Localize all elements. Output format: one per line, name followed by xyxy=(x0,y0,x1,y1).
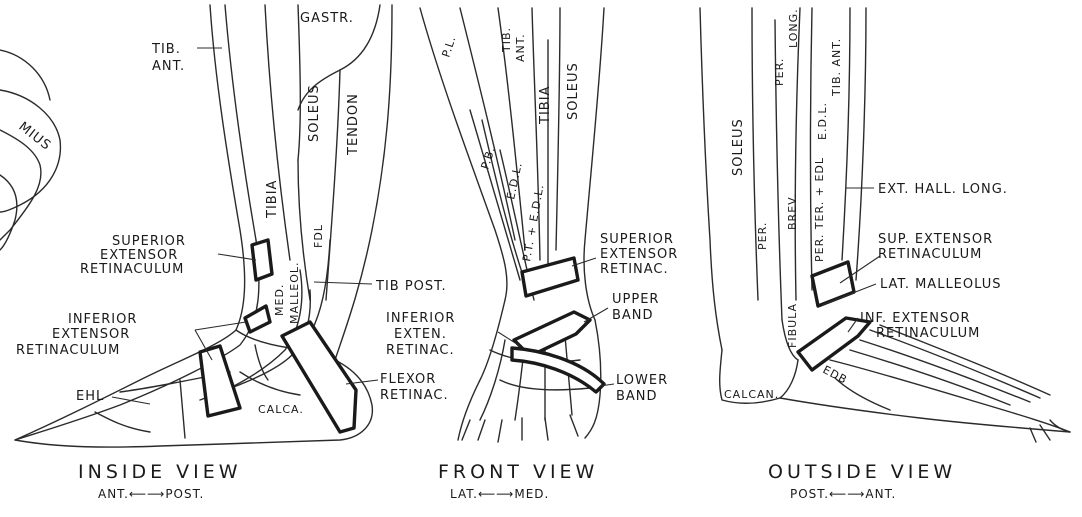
front-superior-line3: RETINAC. xyxy=(600,262,669,277)
inside-view-drawing xyxy=(15,5,392,447)
outside-view-direction: POST.⟵⟶ANT. xyxy=(790,487,896,501)
lat-malleolus-label: LAT. MALLEOLUS xyxy=(880,277,1002,292)
tendon-label: TENDON xyxy=(346,93,361,156)
per-ter-label: PER. TER. + EDL xyxy=(813,157,826,262)
lower-band-line2: BAND xyxy=(616,389,658,404)
flexor-retinaculum-line1: FLEXOR xyxy=(380,372,436,387)
edl-front-label: E.D.L. xyxy=(504,161,525,201)
front-inferior-line3: RETINAC. xyxy=(386,343,455,358)
tib-ant-front-line1: TIB. xyxy=(500,27,513,53)
front-view-direction: LAT.⟵⟶MED. xyxy=(450,487,549,501)
gastr-label: GASTR. xyxy=(300,11,354,26)
sup-ext-line1: SUP. EXTENSOR xyxy=(878,232,993,247)
per-label: PER. xyxy=(756,222,769,250)
soleus-outside-label: SOLEUS xyxy=(731,118,746,176)
inf-ext-line2: RETINACULUM xyxy=(876,326,980,341)
sup-ext-line2: RETINACULUM xyxy=(878,247,982,262)
inferior-retinaculum-line3: RETINACULUM xyxy=(16,343,120,358)
front-view-drawing xyxy=(420,8,614,442)
pl-label: P.L. xyxy=(439,34,458,59)
calca-label: CALCA. xyxy=(258,403,304,416)
front-view-title: FRONT VIEW xyxy=(438,461,598,483)
upper-band-line1: UPPER xyxy=(612,292,659,307)
per-long-line2: LONG. xyxy=(787,8,800,48)
front-superior-line2: EXTENSOR xyxy=(600,247,678,262)
partial-gastrocnemius-drawing xyxy=(0,50,60,250)
brev-label: BREV. xyxy=(786,193,799,230)
outside-view-title: OUTSIDE VIEW xyxy=(768,461,956,483)
edl-outside-label: E.D.L. xyxy=(816,102,829,140)
soleus-label: SOLEUS xyxy=(307,84,322,142)
fdl-label: FDL xyxy=(312,224,325,248)
soleus-front-label: SOLEUS xyxy=(566,62,581,120)
front-inferior-line2: EXTEN. xyxy=(394,327,447,342)
inferior-retinaculum-line2: EXTENSOR xyxy=(52,327,130,342)
inside-view-direction: ANT.⟵⟶POST. xyxy=(98,487,204,501)
malleol-label: MALLEOL. xyxy=(288,261,301,324)
tib-ant-outside-label: TIB. ANT. xyxy=(830,38,843,97)
partial-muscle-label: MIUS xyxy=(16,119,54,153)
pt-edl-label: P.T. + E.D.L. xyxy=(520,183,546,263)
lower-band-line1: LOWER xyxy=(616,373,668,388)
front-inferior-line1: INFERIOR xyxy=(386,311,455,326)
tibia-front-label: TIBIA xyxy=(538,86,553,125)
tib-ant-front-line2: ANT. xyxy=(514,33,527,62)
calcan-label: CALCAN. xyxy=(724,388,779,401)
flexor-retinaculum-line2: RETINAC. xyxy=(380,388,449,403)
fibula-label: FIBULA xyxy=(786,303,799,348)
tib-ant-label-line1: TIB. xyxy=(151,42,181,57)
front-superior-line1: SUPERIOR xyxy=(600,232,674,247)
superior-retinaculum-line1: SUPERIOR xyxy=(112,234,186,249)
tib-ant-label-line2: ANT. xyxy=(152,59,185,74)
ext-hall-label: EXT. HALL. LONG. xyxy=(878,182,1008,197)
upper-band-line2: BAND xyxy=(612,308,654,323)
med-label: MED. xyxy=(273,284,286,316)
per-long-line1: PER. xyxy=(773,58,786,86)
inf-ext-line1: INF. EXTENSOR xyxy=(860,311,971,326)
superior-retinaculum-line2: EXTENSOR xyxy=(100,248,178,263)
tib-post-label: TIB POST. xyxy=(375,279,447,294)
edb-label: EDB xyxy=(821,363,850,387)
superior-retinaculum-line3: RETINACULUM xyxy=(80,262,184,277)
inside-view-title: INSIDE VIEW xyxy=(78,461,242,483)
inferior-retinaculum-line1: INFERIOR xyxy=(68,312,137,327)
tibia-label: TIBIA xyxy=(265,180,280,219)
ehl-label: EHL xyxy=(76,389,104,404)
